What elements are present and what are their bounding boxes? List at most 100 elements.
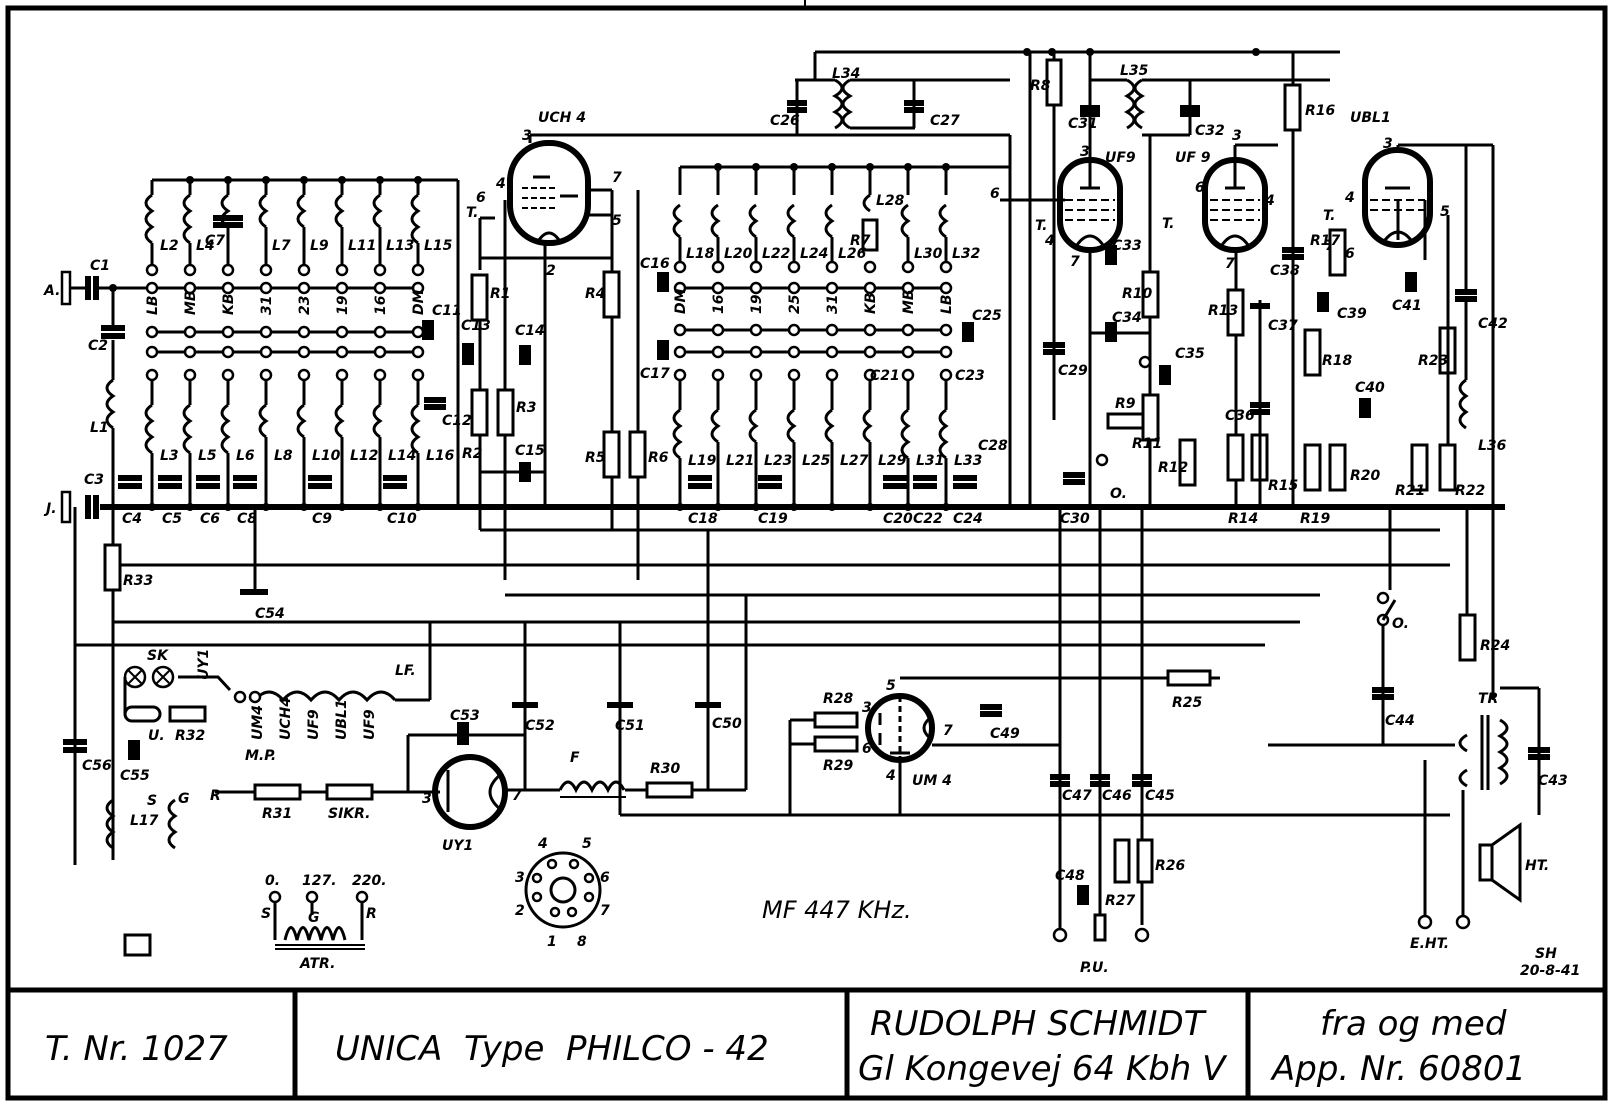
coil-terminal <box>335 368 349 382</box>
coil-label: L25 <box>802 453 831 469</box>
switch-contact <box>183 345 197 359</box>
switch-contact <box>259 325 273 339</box>
pickup-jack[interactable] <box>1093 913 1107 942</box>
coil-terminal <box>749 368 763 382</box>
svg-text:C32: C32 <box>1195 123 1225 139</box>
capacitor-label: C7 <box>205 233 225 249</box>
ground-input: J. C3 <box>43 472 104 524</box>
draftsman-signature: SH <box>1535 946 1557 962</box>
resistor-label: R7 <box>850 233 871 249</box>
coil-label: L14 <box>388 448 416 464</box>
socket-pin <box>546 858 558 870</box>
inductor-l1 <box>105 378 116 430</box>
band-label: KB <box>221 293 237 315</box>
coil-label: L31 <box>916 453 944 469</box>
svg-text:T.: T. <box>1162 216 1175 232</box>
coil <box>748 203 759 239</box>
heater-tube-label: UM4 <box>250 705 266 740</box>
tube-um4: UM 4 536 47 <box>862 678 953 789</box>
resistor-r16 <box>1283 83 1302 132</box>
coil-terminal <box>939 260 953 274</box>
switch-contact <box>711 323 725 337</box>
svg-text:C51: C51 <box>615 718 645 734</box>
resistor-r5 <box>602 430 621 479</box>
band-label: LB <box>939 294 955 314</box>
switch-contact <box>259 281 273 295</box>
uf9-af-label: UF 9 <box>1175 150 1211 166</box>
svg-text:4: 4 <box>1264 193 1275 209</box>
band-label: 25 <box>787 294 803 314</box>
socket-pin <box>583 872 595 884</box>
uy1-label: UY1 <box>442 838 473 854</box>
coil-label: L10 <box>312 448 341 464</box>
svg-text:R25: R25 <box>1172 695 1203 711</box>
resistor-r17 <box>1328 228 1347 277</box>
potentiometer-r11[interactable] <box>1141 393 1160 442</box>
svg-text:C15: C15 <box>515 443 545 459</box>
coil <box>900 408 911 460</box>
svg-text:C27: C27 <box>930 113 960 129</box>
tube-uch4: UCH 4 346 752 T. <box>466 110 622 279</box>
coil <box>938 203 949 239</box>
ground-terminal[interactable] <box>60 490 72 524</box>
coil-terminal <box>901 368 915 382</box>
coil <box>710 203 721 239</box>
inductor-l17b <box>167 798 178 850</box>
socket-pin <box>549 906 561 918</box>
heater-coils <box>253 690 397 703</box>
coil <box>748 408 759 444</box>
fuse-label: SIKR. <box>328 806 371 822</box>
band-label: 19 <box>335 295 351 315</box>
coil-label: L30 <box>914 246 943 262</box>
svg-text:C14: C14 <box>515 323 545 339</box>
atr-voltage-label: 220. <box>352 873 387 889</box>
svg-text:C30: C30 <box>1060 511 1090 527</box>
antenna-terminal[interactable] <box>60 270 72 306</box>
svg-text:C3: C3 <box>84 472 104 488</box>
if-frequency-label: MF 447 KHz. <box>762 896 912 924</box>
valid-from-label: fra og med <box>1320 1004 1507 1044</box>
coil-label: L13 <box>386 238 414 254</box>
coil-label: L29 <box>878 453 907 469</box>
switch-contact <box>183 325 197 339</box>
atr-voltage-label: 0. <box>265 873 280 889</box>
svg-text:C36: C36 <box>1225 408 1255 424</box>
switch-contact <box>145 325 159 339</box>
svg-text:C35: C35 <box>1175 346 1205 362</box>
svg-text:6: 6 <box>990 186 1000 202</box>
coil-terminal <box>183 263 197 277</box>
band-label: DM <box>411 289 427 315</box>
switch-contact <box>863 281 877 295</box>
coil-terminal <box>221 368 235 382</box>
svg-text:2: 2 <box>546 263 556 279</box>
coil-label: L24 <box>800 246 828 262</box>
svg-text:L36: L36 <box>1478 438 1507 454</box>
switch-contact <box>221 325 235 339</box>
svg-text:R24: R24 <box>1480 638 1510 654</box>
switch-contact <box>373 325 387 339</box>
mp-label: M.P. <box>245 748 276 764</box>
coil <box>710 408 721 444</box>
band-label: KB <box>863 292 879 314</box>
svg-text:R14: R14 <box>1228 511 1258 527</box>
coil-terminal <box>373 368 387 382</box>
resistor-r10 <box>1141 270 1160 319</box>
svg-text:R20: R20 <box>1350 468 1381 484</box>
svg-text:C37: C37 <box>1268 318 1298 334</box>
switch-contact <box>297 345 311 359</box>
svg-text:R3: R3 <box>516 400 537 416</box>
svg-text:C1: C1 <box>90 258 110 274</box>
switch-o-label-1: O. <box>1110 486 1127 502</box>
svg-text:C47: C47 <box>1062 788 1092 804</box>
transformer-label: TR <box>1478 691 1498 707</box>
svg-text:C49: C49 <box>990 726 1020 742</box>
um4-label: UM 4 <box>912 773 952 789</box>
switch-contact <box>901 323 915 337</box>
switch-contact <box>749 323 763 337</box>
socket-pin-label: 1 <box>547 934 557 950</box>
switch-contact <box>297 281 311 295</box>
